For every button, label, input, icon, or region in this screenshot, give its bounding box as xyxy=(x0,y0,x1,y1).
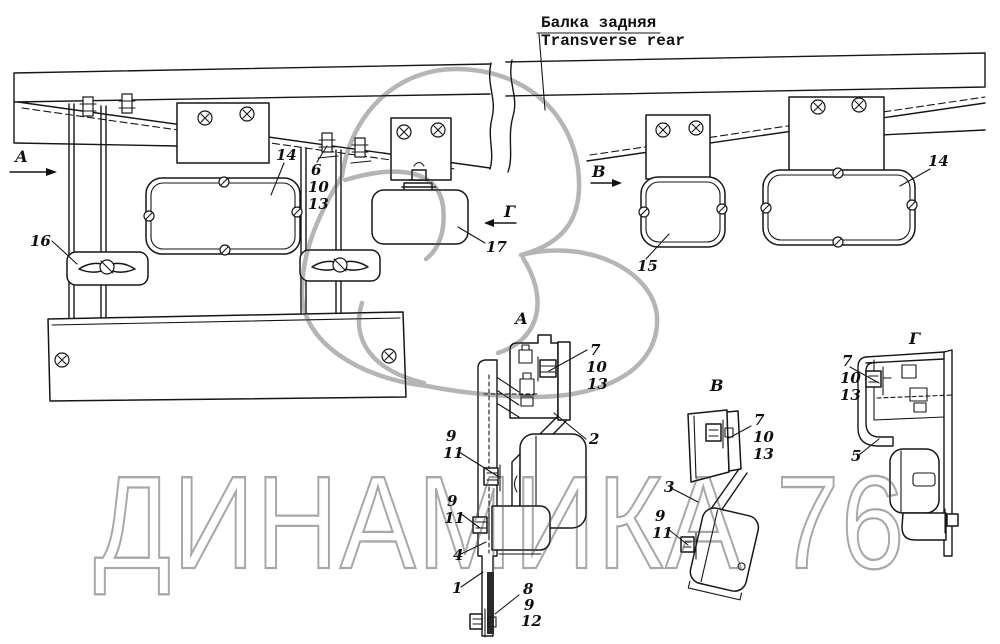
part-label: 9 xyxy=(446,427,457,445)
caption-en: Transverse rear xyxy=(541,32,685,50)
part-label: 13 xyxy=(753,445,774,463)
arrow-right-icon xyxy=(46,168,57,176)
part-label: 10 xyxy=(840,369,861,387)
watermark: ДИНАМИКА 76 xyxy=(93,66,906,597)
part-label: 11 xyxy=(444,509,465,527)
screw-icon xyxy=(655,122,671,138)
arrow-right-icon xyxy=(612,179,622,187)
screw-icon xyxy=(239,106,255,122)
detail-title-b: В xyxy=(709,376,724,395)
watermark-swirl-logo xyxy=(299,66,660,400)
part-label: 4 xyxy=(453,546,463,564)
part-label: 7 xyxy=(842,352,853,370)
part-callouts: 14 6 10 13 16 17 15 14 7 10 13 2 9 11 9 … xyxy=(30,146,949,630)
part-label: 13 xyxy=(840,386,861,404)
part-label: 15 xyxy=(637,257,658,275)
lamp-14-right xyxy=(760,167,918,248)
part-label: 2 xyxy=(588,430,599,448)
detail-view-g-drawing xyxy=(857,349,959,557)
part-label: 12 xyxy=(521,612,542,630)
screw-icon xyxy=(54,352,70,368)
detail-view-b-drawing xyxy=(680,409,760,601)
part-label: 14 xyxy=(276,146,297,164)
part-label: 11 xyxy=(443,444,464,462)
bracket-plate-right-small xyxy=(645,114,711,180)
part-label: 17 xyxy=(486,238,507,256)
view-arrow-g: Г xyxy=(484,202,517,227)
view-letter-g: Г xyxy=(503,202,516,221)
fog-lamp-17-assembly xyxy=(371,117,469,245)
arrow-left-icon xyxy=(484,219,494,227)
lamp-15 xyxy=(638,176,728,248)
detail-title-a: А xyxy=(514,309,528,328)
screw-icon xyxy=(396,124,412,140)
lamp-14-left xyxy=(143,176,303,256)
rear-crossmember-beam xyxy=(13,52,986,173)
part-label: 9 xyxy=(524,596,535,614)
part-label: 1 xyxy=(452,579,462,597)
license-plate-panel xyxy=(47,311,407,402)
detail-title-g: Г xyxy=(908,329,921,348)
screw-icon xyxy=(851,97,867,113)
rail-clamp-bolts xyxy=(79,93,372,164)
leader-lines xyxy=(51,32,931,615)
screw-icon xyxy=(430,122,446,138)
part-label: 10 xyxy=(586,358,607,376)
caption-ru: Балка задняя xyxy=(541,14,656,32)
part-label: 5 xyxy=(851,447,861,465)
part-label: 7 xyxy=(754,411,765,429)
view-arrow-b: В xyxy=(590,162,622,187)
part-label: 16 xyxy=(30,232,51,250)
screw-icon xyxy=(810,99,826,115)
part-label: 14 xyxy=(928,152,949,170)
part-label: 10 xyxy=(753,428,774,446)
screw-icon xyxy=(688,120,704,136)
view-letter-b: В xyxy=(591,162,606,181)
watermark-text: ДИНАМИКА 76 xyxy=(94,449,906,596)
license-lamp-16 xyxy=(66,251,149,286)
part-label: 7 xyxy=(590,341,601,359)
part-label: 10 xyxy=(308,178,329,196)
bracket-plate-left xyxy=(176,102,270,164)
part-label: 3 xyxy=(664,478,674,496)
part-label: 6 xyxy=(311,161,322,179)
view-letter-a: А xyxy=(14,147,28,166)
lamp-hanger-posts xyxy=(68,103,342,319)
caption: Балка задняя Transverse rear xyxy=(541,14,685,50)
bracket-plate-right-large xyxy=(788,96,885,174)
part-label: 11 xyxy=(652,524,673,542)
part-label: 8 xyxy=(523,580,534,598)
screw-icon xyxy=(381,348,397,364)
screw-icon xyxy=(197,110,213,126)
part-label: 9 xyxy=(655,507,666,525)
view-arrow-a: А xyxy=(9,147,57,176)
license-lamp-right xyxy=(299,249,381,282)
part-label: 9 xyxy=(447,492,458,510)
